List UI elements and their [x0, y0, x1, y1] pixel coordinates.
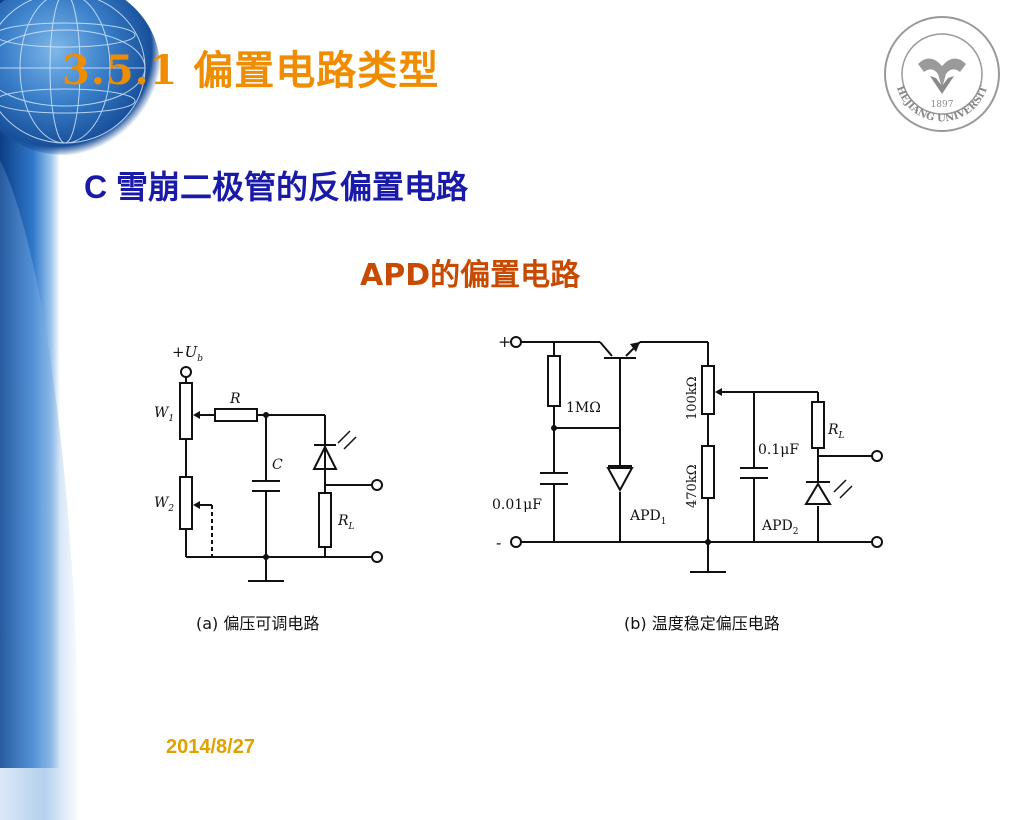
resistor-1m [547, 355, 561, 407]
w1-potentiometer [179, 382, 193, 440]
svg-text:1MΩ: 1MΩ [566, 400, 601, 416]
svg-text:-: - [496, 533, 501, 552]
svg-text:APD2: APD2 [761, 518, 799, 537]
pot-100k [701, 365, 715, 415]
svg-text:W1: W1 [154, 405, 174, 424]
svg-text:470kΩ: 470kΩ [685, 465, 700, 508]
svg-text:APD1: APD1 [629, 508, 667, 527]
circuit-b-diagram: + - 1MΩ 0.01μF APD1 100kΩ 470kΩ 0.1μF RL… [492, 332, 883, 573]
figure-title: APD的偏置电路 [360, 258, 581, 293]
globe-icon [0, 0, 160, 155]
slide-date: 2014/8/27 [166, 736, 255, 758]
svg-text:0.1μF: 0.1μF [758, 442, 799, 458]
zhejiang-university-seal-logo: 1897 ZHEJIANG UNIVERSITY [877, 6, 1002, 134]
svg-text:+: + [498, 332, 511, 351]
seal-year: 1897 [931, 100, 954, 110]
svg-text:0.01μF: 0.01μF [492, 497, 542, 513]
circuit-a-caption: (a) 偏压可调电路 [196, 614, 320, 633]
section-subtitle: C 雪崩二极管的反偏置电路 [84, 169, 469, 205]
svg-text:+Ub: +Ub [172, 343, 203, 364]
load-resistor-b [811, 401, 825, 449]
svg-text:C: C [272, 457, 283, 473]
circuit-a-diagram: +Ub W1 W2 R C RL [154, 343, 383, 582]
circuit-b-caption: (b) 温度稳定偏压电路 [624, 614, 780, 633]
load-resistor [318, 492, 332, 548]
resistor-r [214, 408, 258, 422]
resistor-470k [701, 445, 715, 499]
svg-text:RL: RL [827, 422, 845, 441]
page-title: 3.5.1 偏置电路类型 [62, 47, 440, 94]
svg-text:R: R [229, 391, 241, 407]
svg-text:RL: RL [337, 513, 355, 532]
svg-text:100kΩ: 100kΩ [685, 377, 700, 420]
w2-potentiometer [179, 476, 193, 530]
svg-text:W2: W2 [154, 495, 174, 514]
